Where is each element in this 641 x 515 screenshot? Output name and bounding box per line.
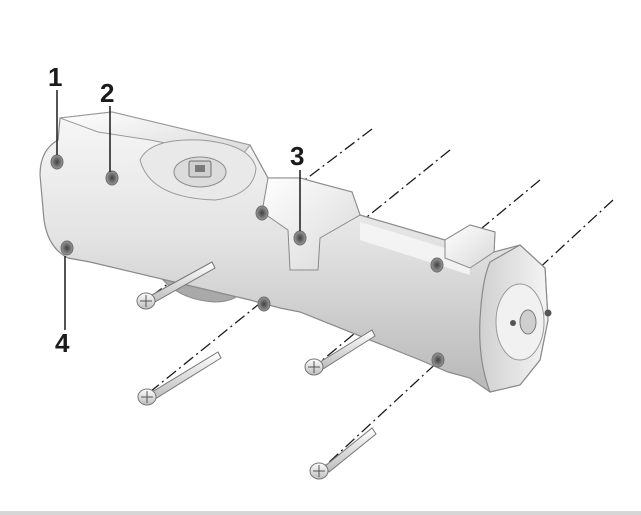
- screw-2: [137, 351, 222, 406]
- screw-3: [304, 329, 376, 376]
- hole-4: [60, 240, 74, 256]
- hole-right-lower: [431, 352, 445, 368]
- callout-leaders: [56, 90, 301, 330]
- mounting-holes: [50, 154, 445, 368]
- end-cap-valve-icon: [544, 309, 552, 317]
- callout-3: 3: [290, 141, 305, 171]
- screw-4: [309, 427, 377, 480]
- center-mounting-block: [261, 177, 361, 271]
- bottom-rule: [0, 511, 641, 515]
- hole-center-upper: [255, 205, 269, 221]
- callout-4: 4: [55, 328, 70, 358]
- screws: [136, 261, 377, 480]
- end-cap-hub: [519, 309, 537, 335]
- screw-1: [136, 261, 216, 310]
- callout-2: 2: [100, 78, 115, 108]
- end-cap-screw-icon: [510, 320, 516, 326]
- alignment-line-3: [307, 179, 541, 373]
- hole-1: [50, 154, 64, 170]
- callout-1: 1: [48, 62, 63, 92]
- hole-3: [293, 230, 307, 246]
- hole-right-upper: [430, 257, 444, 273]
- hole-2: [105, 170, 119, 186]
- hole-center-lower: [257, 296, 271, 312]
- right-mounting-block: [444, 224, 496, 269]
- spindle-square-hole: [195, 165, 205, 172]
